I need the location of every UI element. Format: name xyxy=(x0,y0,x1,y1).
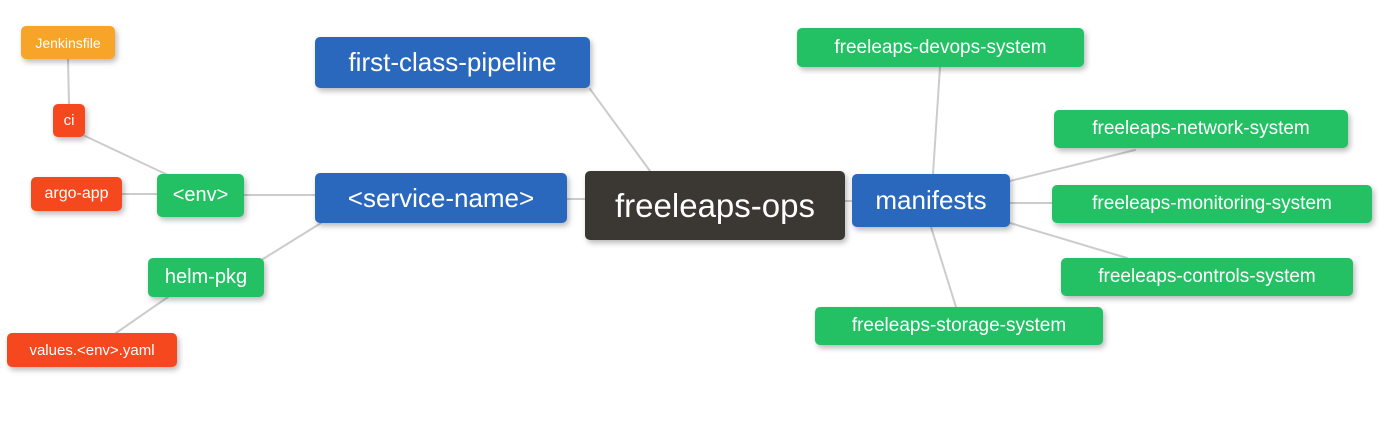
edge-helm-pkg-values xyxy=(115,296,169,334)
node-freeleaps-storage-system[interactable]: freeleaps-storage-system xyxy=(815,307,1103,345)
node-first-class-pipeline[interactable]: first-class-pipeline xyxy=(315,37,590,88)
node-ci[interactable]: ci xyxy=(53,104,85,137)
node-values-env-yaml[interactable]: values.<env>.yaml xyxy=(7,333,177,367)
edge-jenkinsfile-ci xyxy=(67,58,70,106)
node-manifests[interactable]: manifests xyxy=(852,174,1010,227)
node-freeleaps-controls-system[interactable]: freeleaps-controls-system xyxy=(1061,258,1353,296)
edge-manifests-storage xyxy=(930,226,957,308)
edge-service-name-helm-pkg xyxy=(262,222,322,260)
edge-fcp-freeleaps-ops xyxy=(589,88,651,172)
edge-manifests-devops xyxy=(932,66,941,175)
node-helm-pkg[interactable]: helm-pkg xyxy=(148,258,264,297)
node-service-name[interactable]: <service-name> xyxy=(315,173,567,223)
node-freeleaps-network-system[interactable]: freeleaps-network-system xyxy=(1054,110,1348,148)
node-env[interactable]: <env> xyxy=(157,174,244,217)
node-freeleaps-monitoring-system[interactable]: freeleaps-monitoring-system xyxy=(1052,185,1372,223)
node-freeleaps-ops[interactable]: freeleaps-ops xyxy=(585,171,845,240)
node-freeleaps-devops-system[interactable]: freeleaps-devops-system xyxy=(797,28,1084,67)
node-jenkinsfile[interactable]: Jenkinsfile xyxy=(21,26,115,59)
node-argo-app[interactable]: argo-app xyxy=(31,177,122,211)
edge-manifests-network xyxy=(1009,149,1136,182)
edge-manifests-controls xyxy=(1009,222,1128,259)
edge-ci-env xyxy=(84,135,173,178)
